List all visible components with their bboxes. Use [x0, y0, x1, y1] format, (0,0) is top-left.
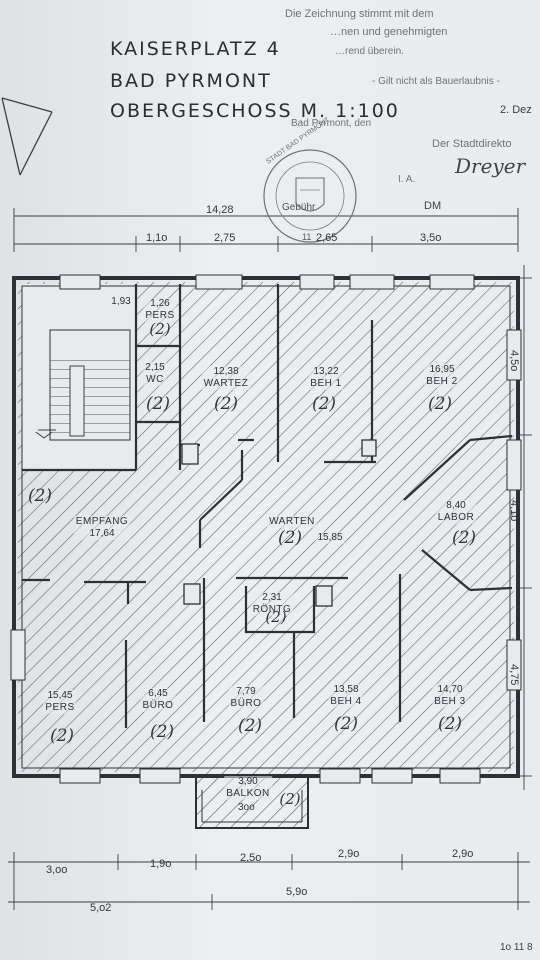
mark-buro-1: (2)	[149, 722, 175, 742]
mark-pers: (2)	[49, 726, 75, 746]
dim-right-3: 4,75	[508, 664, 520, 686]
room-label-empfang: EMPFANG 17,64	[73, 516, 131, 540]
mark-wc-pers: (2)	[149, 320, 171, 338]
stamp-office: Der Stadtdirekto	[432, 138, 512, 150]
dim-top-total: 14,28	[206, 204, 234, 216]
dimension-lines-bottom	[8, 852, 530, 910]
title-floor-scale: OBERGESCHOSS M. 1:100	[110, 100, 400, 122]
room-label-beh4: 13,58 BEH 4	[328, 684, 364, 708]
stamp-line-4: - Gilt nicht als Bauerlaubnis -	[372, 76, 500, 87]
stamp-fee-label: Gebühr	[282, 202, 316, 213]
dim-balcony: 3oo	[238, 802, 255, 813]
dim-top-4: 3,5o	[420, 232, 442, 244]
room-label-balkon: 3,90 BALKON	[224, 776, 272, 800]
stamp-ia: I. A.	[398, 174, 416, 185]
title-address: KAISERPLATZ 4	[110, 38, 281, 60]
room-label-warten-area: 15,85	[315, 532, 345, 544]
room-label-labor: 8,40 LABOR	[435, 500, 477, 524]
mark-wc: (2)	[145, 394, 171, 414]
dim-bottom-5: 2,9o	[452, 848, 474, 860]
room-label-wc: 2,15 WC	[143, 362, 167, 386]
dim-bottom-6: 5,o2	[90, 902, 112, 914]
dim-top-1: 1,1o	[146, 232, 168, 244]
room-label-buro-1: 6,45 BÜRO	[140, 688, 176, 712]
room-label-buro-2: 7,79 BÜRO	[228, 686, 264, 710]
dim-right-2: 4,1o	[508, 500, 520, 522]
stamp-line-2: …nen und genehmigten	[330, 26, 448, 38]
room-label-beh1: 13,22 BEH 1	[308, 366, 344, 390]
dim-bottom-7: 5,9o	[286, 886, 308, 898]
stamp-currency: DM	[424, 200, 442, 212]
mark-beh3: (2)	[437, 714, 463, 734]
north-arrow-icon	[1, 97, 53, 176]
mark-beh1: (2)	[311, 394, 337, 414]
mark-rontg: (2)	[265, 608, 287, 626]
windows-side	[10, 329, 522, 691]
windows-top	[59, 274, 475, 290]
stamp-date: 2. Dez	[500, 104, 532, 116]
dim-bottom-2: 1,9o	[150, 858, 172, 870]
room-label-wartez: 12,38 WARTEZ	[201, 366, 251, 390]
dim-bottom-4: 2,9o	[338, 848, 360, 860]
dim-right-1: 4,5o	[508, 350, 520, 372]
mark-buro-2: (2)	[237, 716, 263, 736]
dim-bottom-3: 2,5o	[240, 852, 262, 864]
staircase	[35, 329, 131, 441]
seal-text: STADT BAD PYRMONT	[265, 116, 332, 166]
signature: Dreyer	[455, 154, 526, 178]
room-label-beh2: 16,95 BEH 2	[424, 364, 460, 388]
mark-stair: (2)	[27, 486, 53, 506]
interior-walls	[22, 284, 513, 728]
mark-balkon: (2)	[279, 790, 301, 808]
room-label-warten: WARTEN	[267, 516, 317, 528]
room-label-beh3: 14,70 BEH 3	[432, 684, 468, 708]
room-label-stair-small: 1,93	[109, 296, 133, 308]
mark-beh2: (2)	[427, 394, 453, 414]
dim-top-2: 2,75	[214, 232, 236, 244]
official-seal-icon: STADT BAD PYRMONT 11	[263, 116, 357, 243]
room-label-wc-pers: 1,26 PERS	[143, 298, 177, 322]
windows-bottom	[59, 768, 481, 784]
balcony	[195, 776, 309, 829]
dim-top-3: 2,65	[316, 232, 338, 244]
page-number: 1o 11 8	[500, 942, 533, 953]
mark-wartez: (2)	[213, 394, 239, 414]
stamp-line-3: …rend überein.	[335, 46, 404, 57]
mark-beh4: (2)	[333, 714, 359, 734]
mark-labor: (2)	[451, 528, 477, 548]
room-label-rontg: 2,31 RÖNTG	[250, 592, 294, 616]
stamp-line-5: Bad Pyrmont, den	[291, 118, 372, 129]
outer-walls-inner-line	[21, 285, 511, 769]
mark-warten: (2)	[277, 528, 303, 548]
seal-number: 11	[302, 232, 311, 242]
pillars	[181, 439, 377, 607]
dimension-lines-top	[13, 208, 519, 252]
room-label-pers: 15,45 PERS	[43, 690, 77, 714]
stamp-line-1: Die Zeichnung stimmt mit dem	[285, 8, 434, 20]
title-city: BAD PYRMONT	[110, 70, 272, 92]
dim-bottom-1: 3,oo	[46, 864, 68, 876]
